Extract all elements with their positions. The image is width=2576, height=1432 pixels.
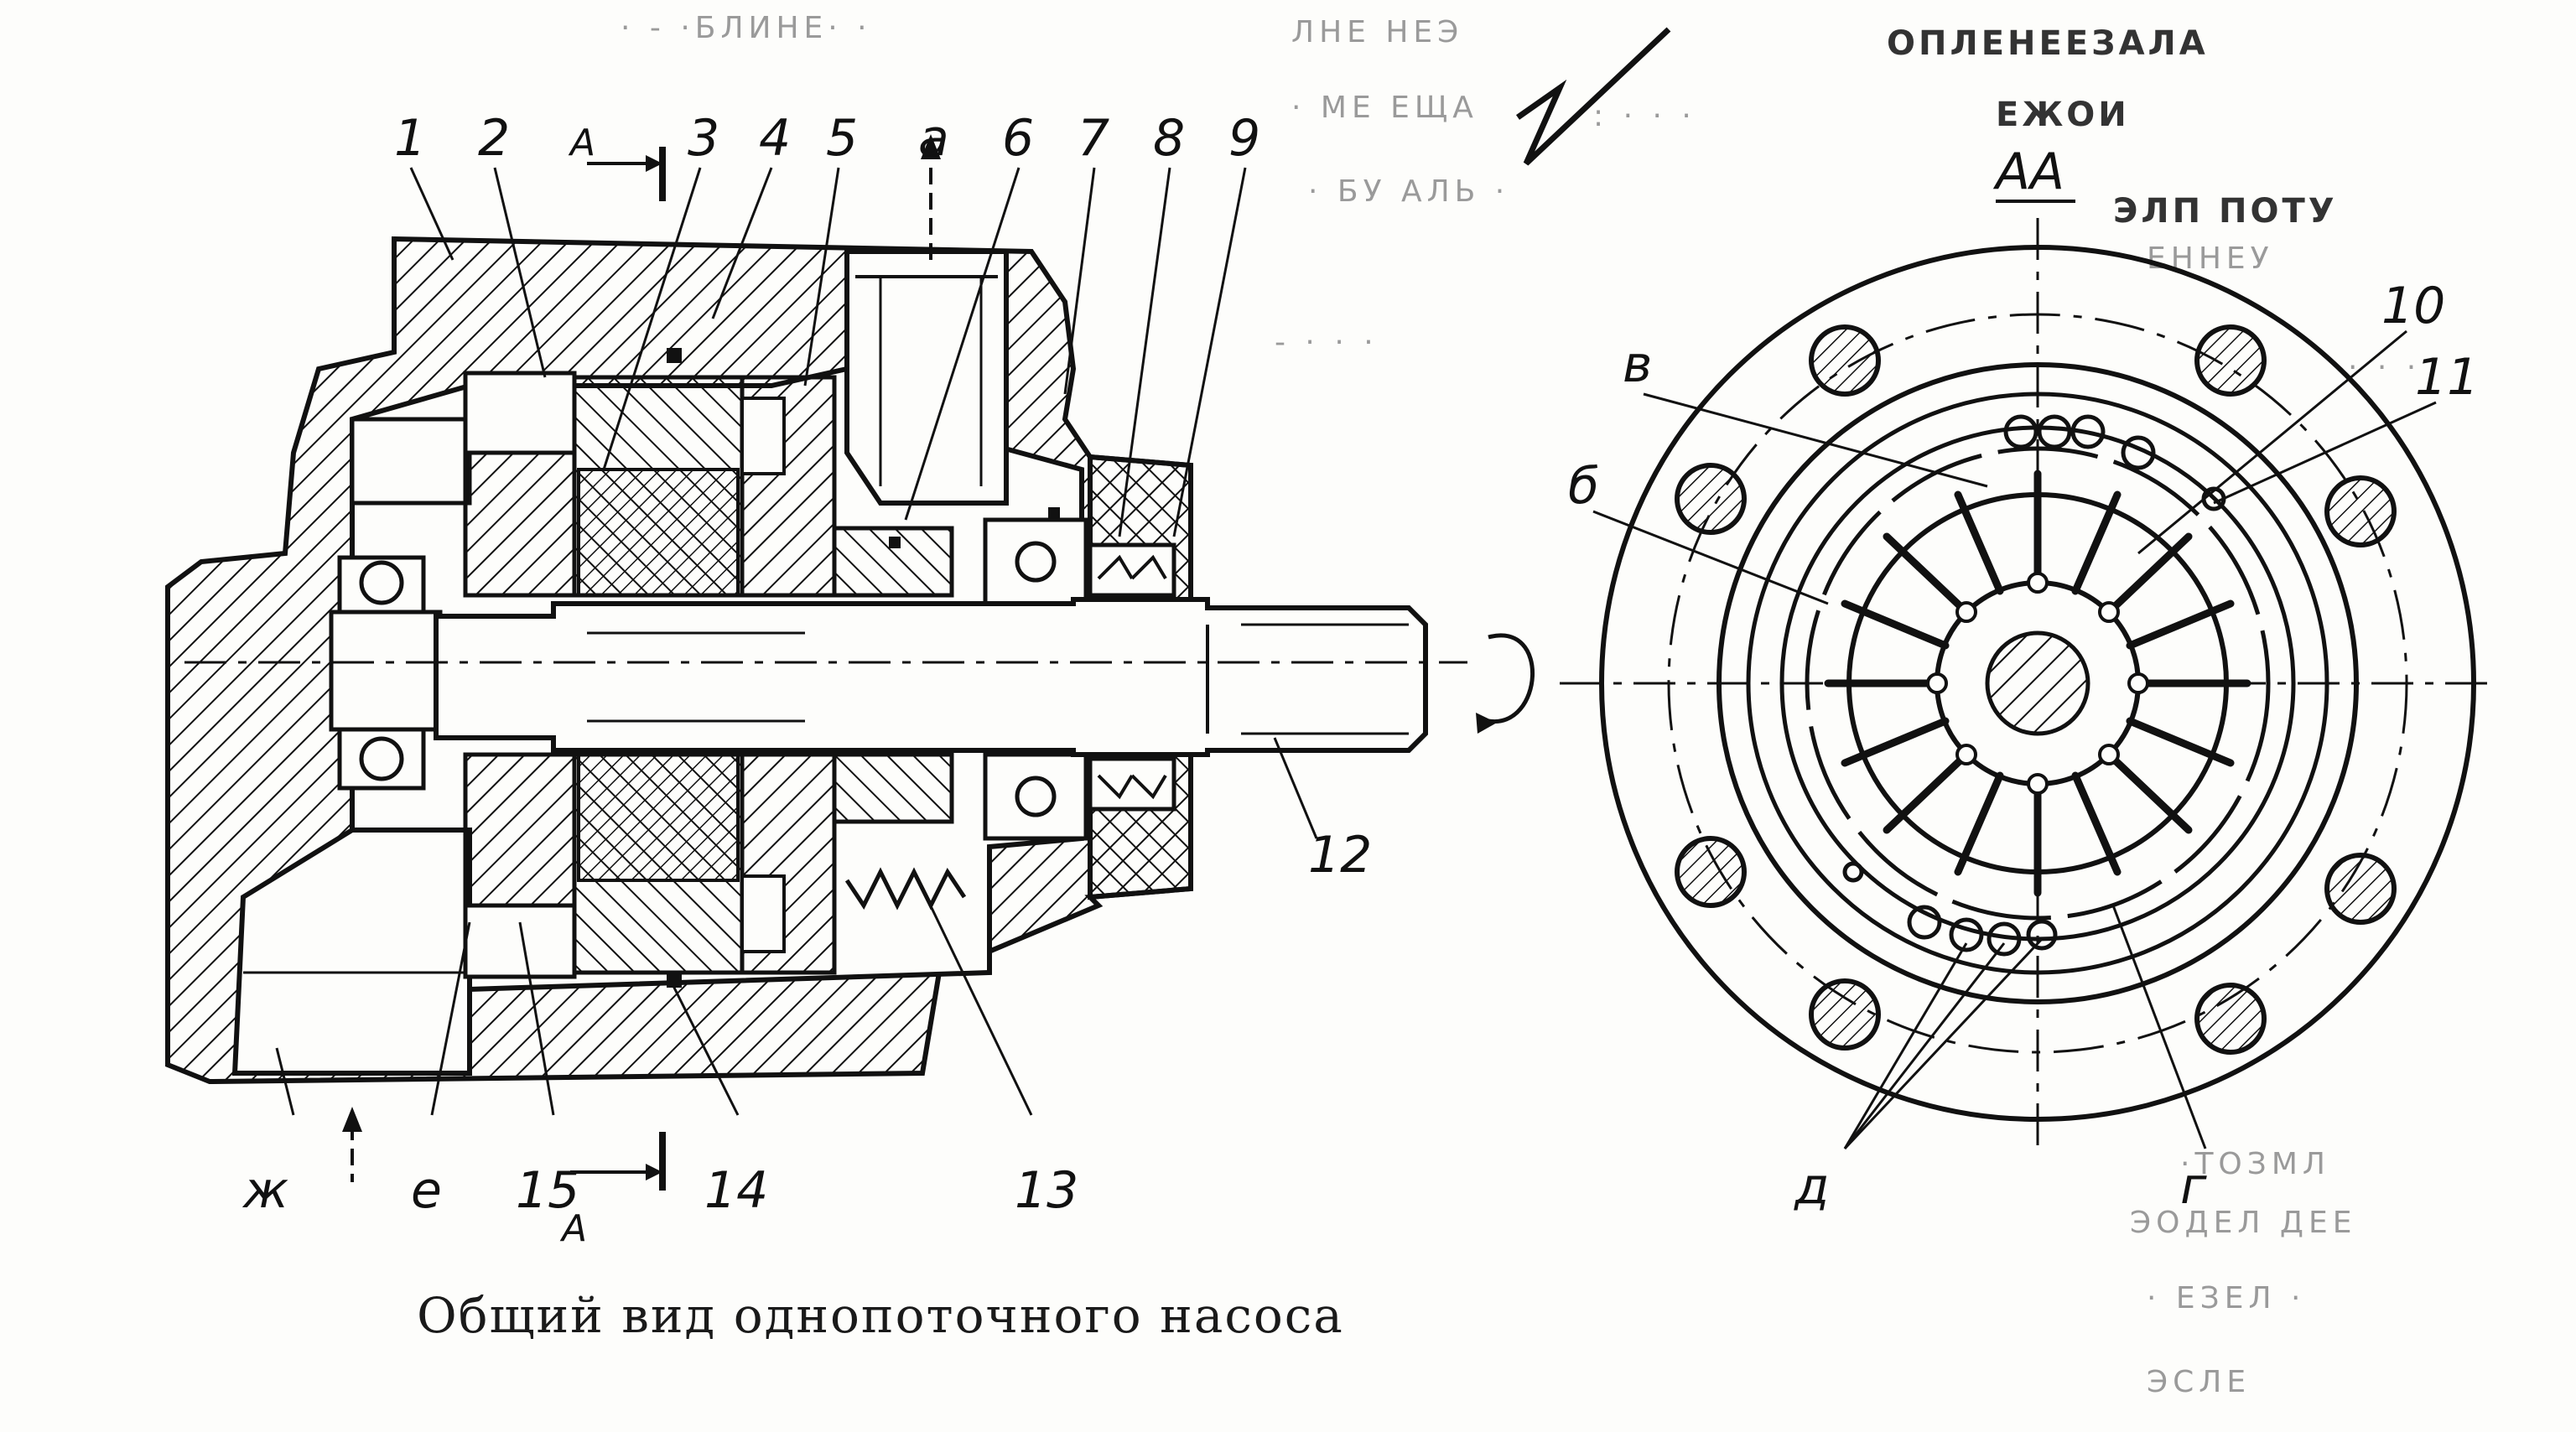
label-v: в	[1623, 335, 1652, 394]
figure-caption: Общий вид однопоточного насоса	[417, 1287, 1344, 1344]
part-number-15: 15	[516, 1161, 579, 1220]
label-b: б	[1568, 457, 1599, 516]
part-number-4: 4	[759, 109, 791, 168]
part-number-8: 8	[1153, 109, 1185, 168]
svg-text:· БУ АЛЬ ·: · БУ АЛЬ ·	[1308, 174, 1509, 209]
label-d: д	[1794, 1157, 1829, 1216]
longitudinal-section: 1 2 3 4 5 6 7 8 9 12 13 14 15 а е ж А А	[165, 109, 1535, 1250]
part-number-13: 13	[1015, 1161, 1078, 1220]
label-e: е	[411, 1161, 442, 1220]
svg-text:: · · ·: : · · ·	[1593, 99, 1696, 133]
cross-section-aa: АА 10 11 в б д г	[1560, 143, 2499, 1216]
label-zh: ж	[242, 1161, 288, 1220]
svg-text:ЭЛП ПОТУ: ЭЛП ПОТУ	[2113, 192, 2338, 231]
part-number-1: 1	[394, 109, 426, 168]
label-g: г	[2180, 1157, 2207, 1216]
svg-text:· · ·: · · ·	[2348, 350, 2421, 385]
svg-text:ЭОДЕЛ ДЕЕ: ЭОДЕЛ ДЕЕ	[2130, 1206, 2356, 1240]
section-mark-bottom: А	[559, 1207, 587, 1250]
svg-text:ЭСЛЕ: ЭСЛЕ	[2147, 1365, 2251, 1399]
label-a: а	[918, 109, 949, 168]
svg-text:· МЕ ЕЩА: · МЕ ЕЩА	[1291, 91, 1478, 125]
part-number-3: 3	[688, 109, 719, 168]
svg-text:· - ·БЛИНЕ· ·: · - ·БЛИНЕ· ·	[621, 11, 872, 45]
svg-text:· ЕЗЕЛ ·: · ЕЗЕЛ ·	[2147, 1281, 2305, 1315]
part-number-12: 12	[1308, 826, 1372, 885]
part-number-9: 9	[1228, 109, 1260, 168]
section-mark-top: А	[568, 122, 595, 164]
part-number-11: 11	[2415, 348, 2479, 407]
section-title: АА	[1992, 143, 2064, 201]
svg-text:·ТОЗМЛ: ·ТОЗМЛ	[2180, 1147, 2330, 1181]
part-number-10: 10	[2381, 277, 2445, 335]
svg-text:- · · ·: - · · ·	[1275, 325, 1379, 360]
part-number-14: 14	[704, 1161, 768, 1220]
svg-text:ЕЖОИ: ЕЖОИ	[1996, 96, 2130, 134]
svg-text:ЛНЕ НЕЭ: ЛНЕ НЕЭ	[1291, 15, 1463, 49]
part-number-2: 2	[478, 109, 510, 168]
svg-text:ОПЛЕНЕЕЗАЛА: ОПЛЕНЕЕЗАЛА	[1887, 24, 2209, 63]
part-number-5: 5	[826, 109, 858, 168]
check-mark	[1515, 27, 1671, 166]
bleed-through-text: · - ·БЛИНЕ· · ЛНЕ НЕЭ · МЕ ЕЩА · БУ АЛЬ …	[621, 11, 2421, 1399]
part-number-7: 7	[1078, 109, 1109, 168]
svg-text:ЕННЕУ: ЕННЕУ	[2147, 241, 2274, 276]
part-number-6: 6	[1002, 109, 1034, 168]
